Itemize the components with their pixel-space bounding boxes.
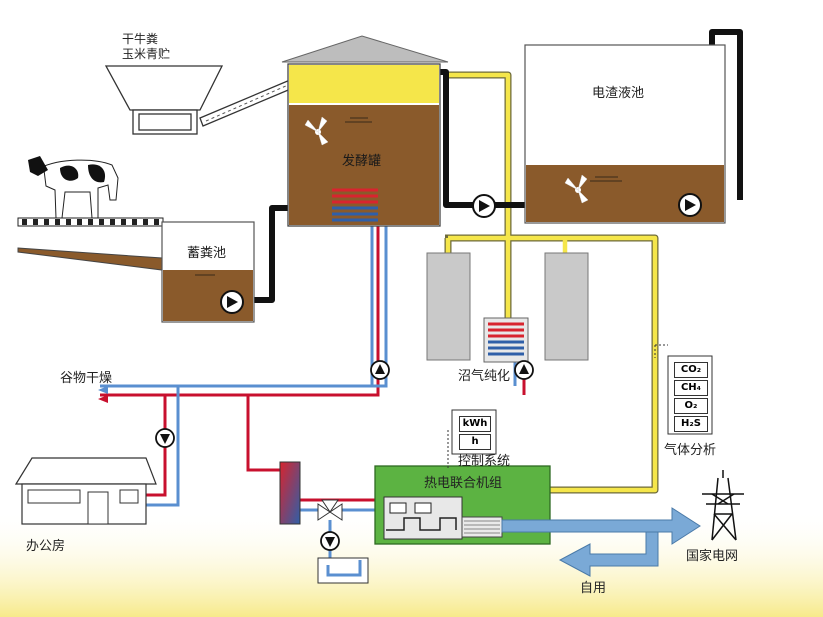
feed-hopper bbox=[104, 65, 224, 135]
manure-tank bbox=[161, 221, 255, 323]
office-building bbox=[14, 457, 157, 525]
gas-pipes-fill bbox=[445, 72, 658, 493]
arrow-cold-out bbox=[98, 386, 108, 394]
buffer-tank bbox=[317, 557, 369, 584]
purification-heat-exchanger bbox=[483, 317, 529, 363]
feedstock-label-1: 干牛粪 bbox=[122, 32, 159, 46]
fermenter-heating-coil bbox=[332, 188, 378, 222]
chp-unit-label: 热电联合机组 bbox=[424, 476, 503, 491]
pump-digestate bbox=[678, 193, 702, 217]
arrow-hot-out bbox=[98, 395, 108, 403]
gas-analysis-label: 气体分析 bbox=[664, 443, 717, 458]
gas-species-co2: CO₂ bbox=[674, 362, 708, 378]
fermenter-tank bbox=[281, 35, 449, 227]
pump-purification bbox=[514, 360, 534, 380]
chp-unit-box bbox=[374, 465, 551, 545]
power-arrow-grid bbox=[501, 507, 701, 545]
grain-drying-label: 谷物干燥 bbox=[60, 371, 113, 386]
feedstock-label-2: 玉米青贮 bbox=[122, 47, 171, 61]
cow bbox=[28, 156, 119, 219]
national-grid-label: 国家电网 bbox=[686, 549, 739, 564]
meter-unit-h: h bbox=[459, 434, 491, 450]
gas-species-ch4: CH₄ bbox=[674, 380, 708, 396]
three-way-valve bbox=[317, 499, 343, 521]
gas-species-o2: O₂ bbox=[674, 398, 708, 414]
pump-manure bbox=[220, 290, 244, 314]
gas-storage bbox=[426, 252, 589, 361]
fermenter-label: 发酵罐 bbox=[342, 154, 382, 169]
power-arrow-self bbox=[558, 531, 659, 577]
pump-office bbox=[155, 428, 175, 448]
biogas-purification-label: 沼气纯化 bbox=[458, 369, 511, 384]
office-label: 办公房 bbox=[26, 539, 66, 554]
meter-unit-kwh: kWh bbox=[459, 416, 491, 432]
manure-tank-label: 蓄粪池 bbox=[187, 246, 227, 261]
agitator-digestate bbox=[564, 174, 589, 204]
digestate-tank-label: 电渣液池 bbox=[592, 86, 645, 101]
control-system-label: 控制系统 bbox=[458, 454, 511, 469]
buffer-heat-exchanger bbox=[279, 461, 301, 525]
pump-buffer bbox=[320, 531, 340, 551]
agitator-fermenter bbox=[304, 116, 329, 146]
pump-transfer bbox=[472, 194, 496, 218]
pump-heating-loop bbox=[370, 360, 390, 380]
self-use-label: 自用 bbox=[580, 581, 607, 596]
power-pylon bbox=[702, 470, 744, 541]
gas-species-h2s: H₂S bbox=[674, 416, 708, 432]
